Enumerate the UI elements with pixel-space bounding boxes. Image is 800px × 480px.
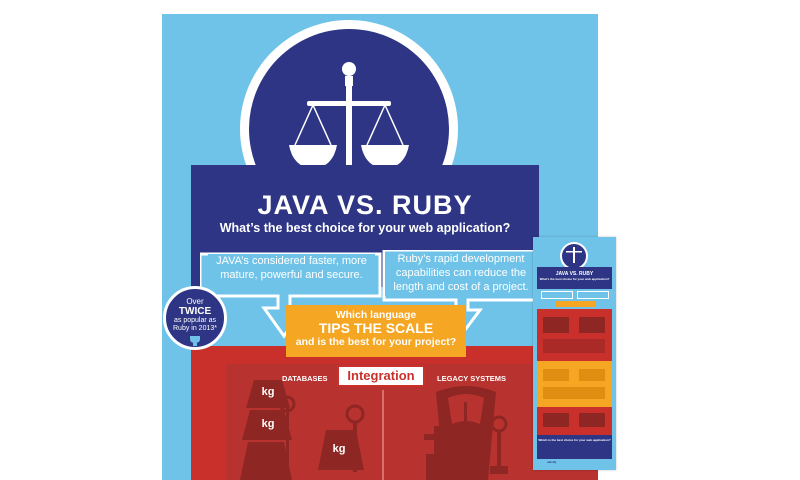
weight-label: kg — [261, 418, 275, 430]
section-divider — [382, 390, 384, 480]
ruby-callout: Ruby’s rapid development capabilities ca… — [385, 252, 537, 296]
badge-line-3: as popular as Ruby in 2013* — [173, 317, 217, 332]
thumbnail-red-section-2 — [537, 407, 612, 435]
weight-label: kg — [261, 386, 275, 398]
gauge-icon — [345, 404, 365, 472]
trophy-icon — [190, 336, 200, 346]
thumbnail-title-band: JAVA VS. RUBY What’s the best choice for… — [537, 267, 612, 289]
badge-line-2: TWICE — [178, 306, 212, 317]
thumbnail-tips-box — [555, 301, 595, 307]
page-title: JAVA VS. RUBY — [257, 190, 473, 220]
thumbnail-footer: Which is the best choice for your web ap… — [537, 435, 612, 459]
gauge-icon — [490, 415, 508, 474]
thumbnail-logo: salsify — [547, 460, 557, 464]
databases-label: DATABASES — [282, 374, 328, 383]
bathroom-scale-icon — [436, 386, 496, 480]
popularity-badge: Over TWICE as popular as Ruby in 2013* — [163, 286, 227, 350]
page-subtitle: What’s the best choice for your web appl… — [219, 221, 511, 235]
tips-line-1: Which language — [335, 309, 417, 321]
legacy-systems-label: LEGACY SYSTEMS — [437, 374, 507, 383]
kg-weight-icon — [240, 380, 364, 480]
faucet-icon — [424, 426, 452, 480]
thumbnail-integration-section — [537, 309, 612, 361]
thumbnail-emblem — [560, 242, 588, 270]
integration-heading: Integration — [337, 365, 425, 387]
thumbnail-subtitle: What’s the best choice for your web appl… — [539, 277, 610, 281]
thumbnail-footer-question: Which is the best choice for your web ap… — [538, 438, 611, 442]
thumbnail-callouts — [537, 289, 612, 301]
badge-line-1: Over — [186, 297, 204, 306]
java-callout: JAVA’s considered faster, more mature, p… — [208, 254, 375, 292]
tips-the-scale-box: Which language TIPS THE SCALE and is the… — [286, 305, 466, 357]
infographic-thumbnail[interactable]: JAVA VS. RUBY What’s the best choice for… — [533, 237, 616, 470]
tips-line-2: TIPS THE SCALE — [318, 320, 434, 336]
thumbnail-orange-section — [537, 361, 612, 407]
thumbnail-title: JAVA VS. RUBY — [555, 271, 594, 277]
weight-label: kg — [332, 443, 346, 455]
tips-line-3: and is the best for your project? — [295, 336, 457, 348]
